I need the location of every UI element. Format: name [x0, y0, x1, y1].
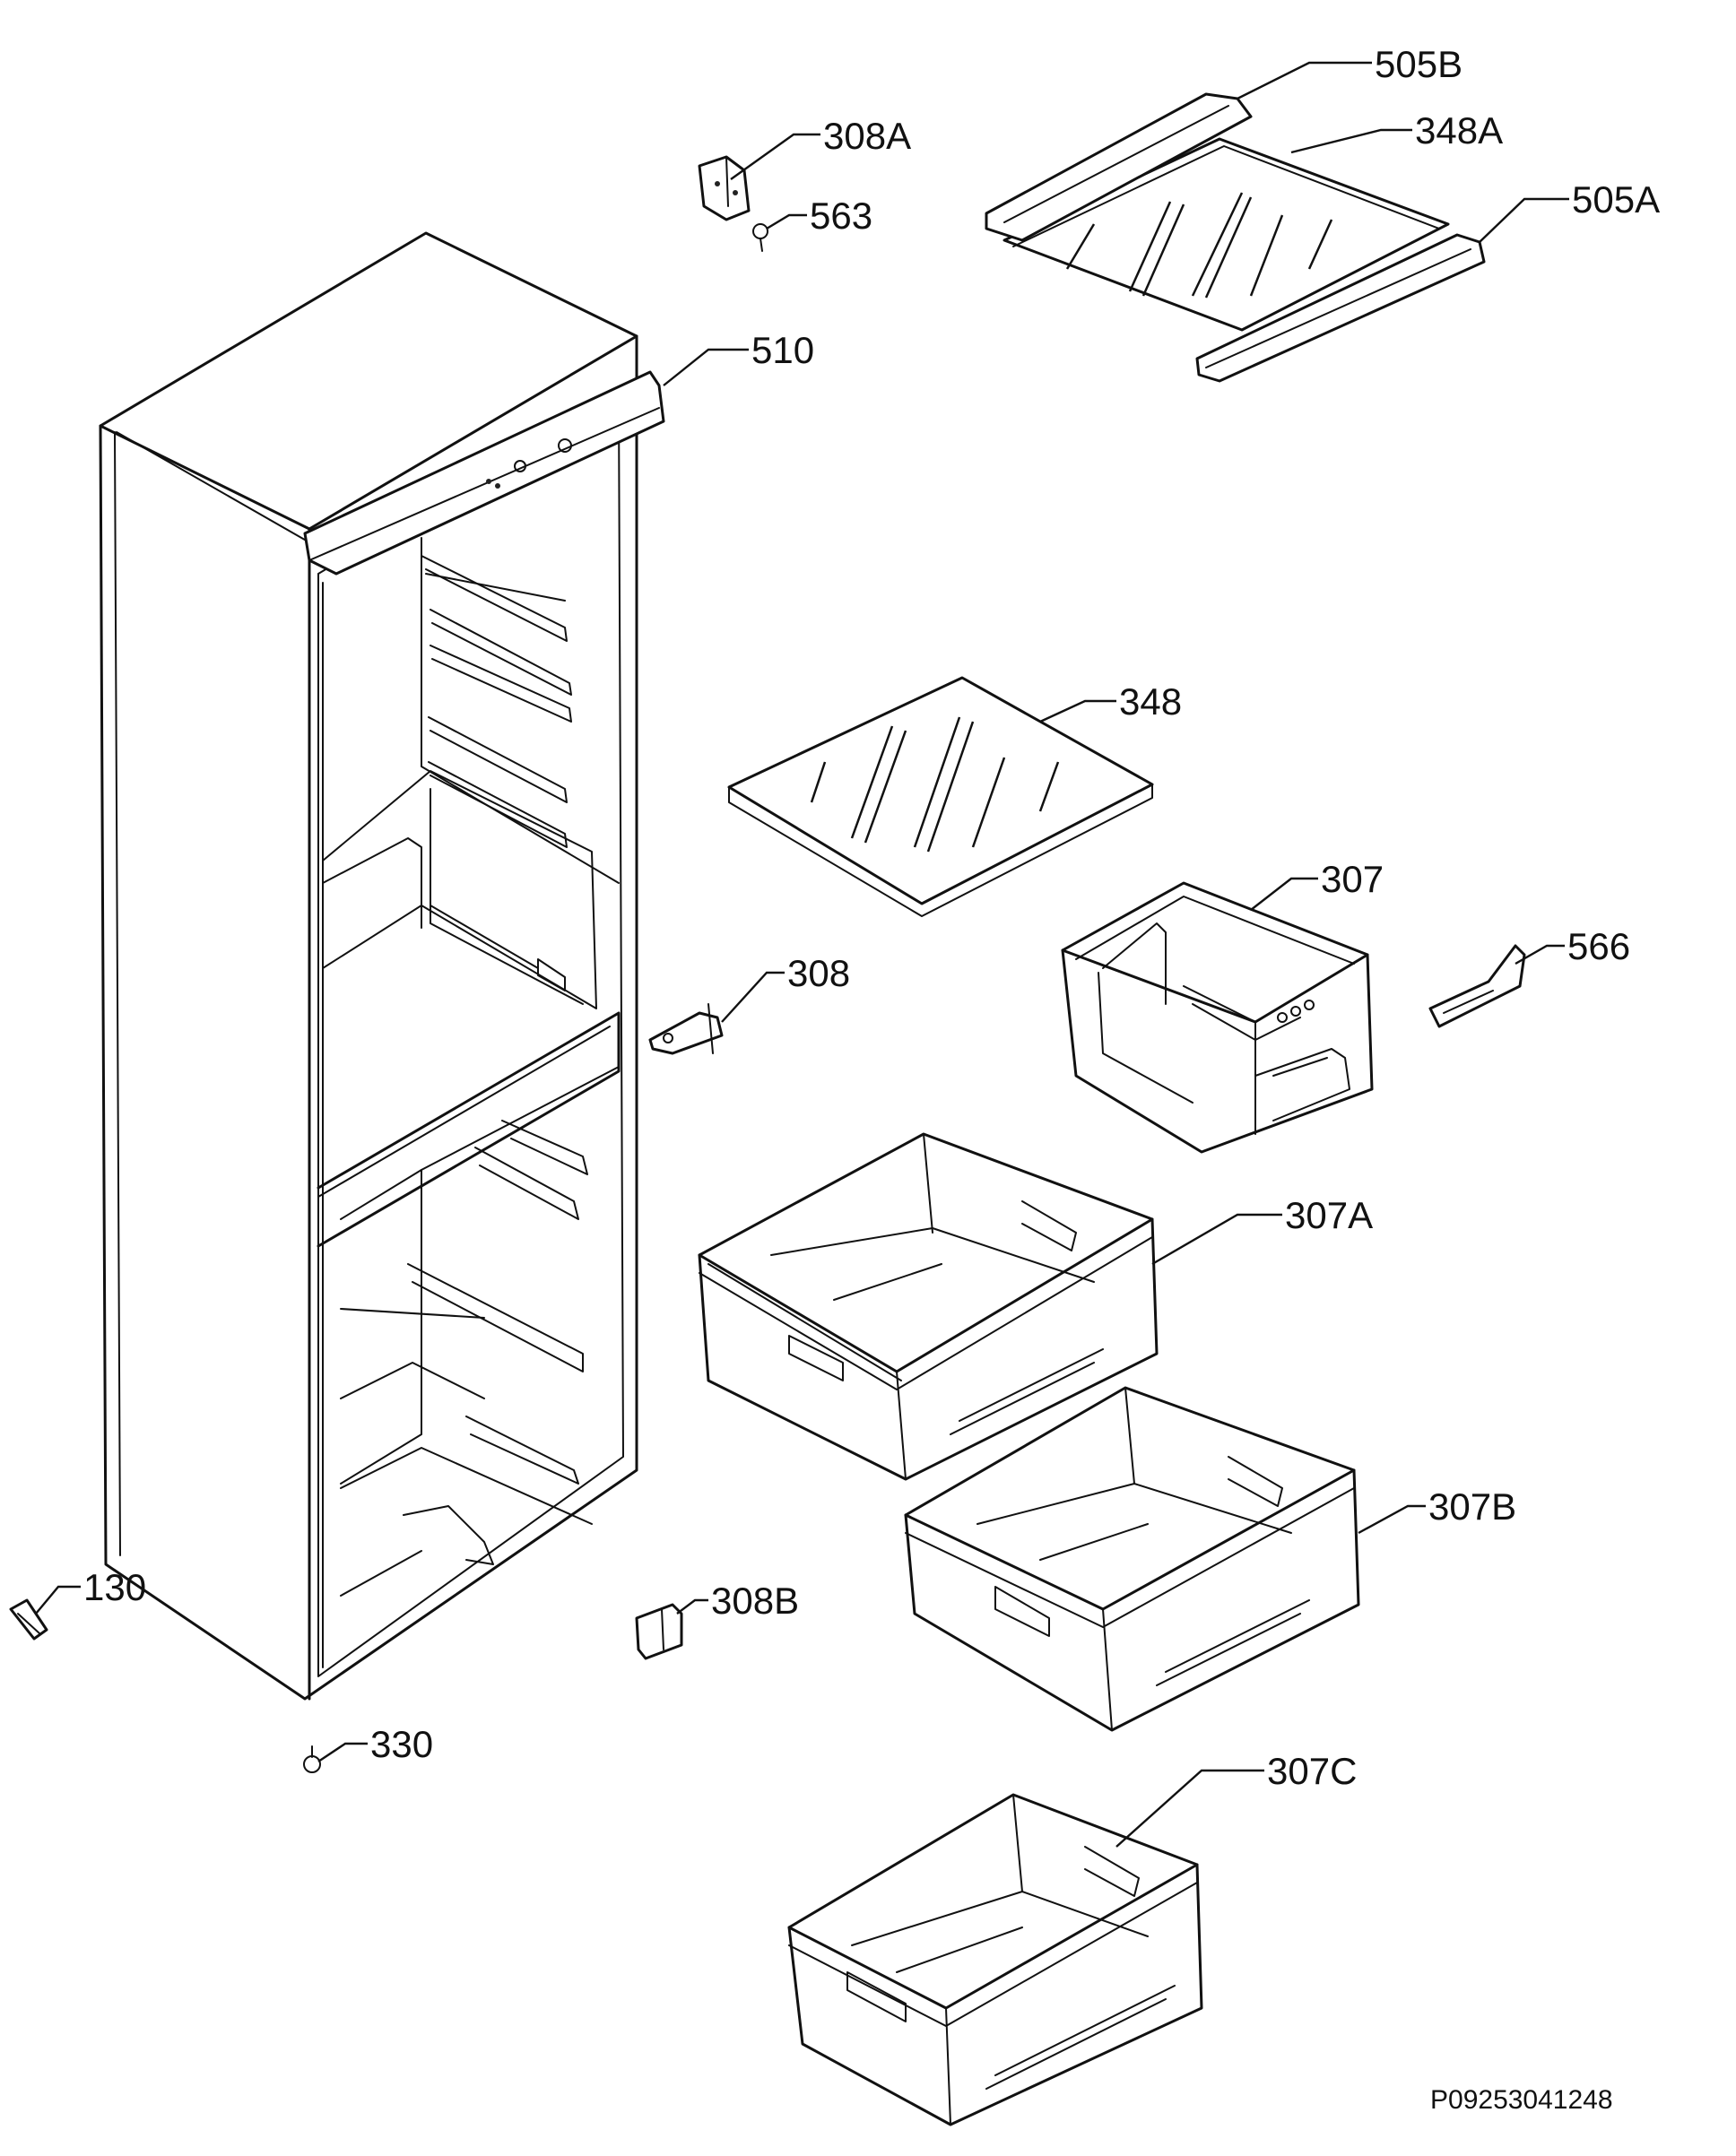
glass-shelf-348a-assembly [985, 92, 1486, 383]
label-330: 330 [370, 1723, 433, 1765]
label-348: 348 [1119, 680, 1182, 723]
drawer-307b [904, 1386, 1360, 1732]
label-505b: 505B [1375, 43, 1463, 85]
label-563: 563 [810, 195, 872, 237]
label-308b: 308B [711, 1580, 799, 1622]
glass-shelf-348 [727, 676, 1154, 917]
hinge-308 [648, 1003, 724, 1055]
foot-130 [9, 1598, 48, 1641]
crisper-307 [1061, 881, 1374, 1154]
drawer-307a [698, 1132, 1159, 1481]
label-130: 130 [83, 1566, 146, 1608]
part-labels: 505B 308A 348A 563 505A 510 348 307 566 … [83, 43, 1660, 2115]
leader-lines [35, 61, 1569, 1848]
label-307b: 307B [1428, 1485, 1516, 1528]
label-307: 307 [1321, 858, 1384, 900]
hinge-308a [698, 155, 751, 221]
label-308a: 308A [823, 115, 911, 157]
label-510: 510 [751, 329, 814, 371]
hinge-308b [635, 1603, 683, 1660]
label-566: 566 [1567, 925, 1630, 967]
fridge-cabinet [99, 231, 665, 1701]
drawing-code: P09253041248 [1430, 2085, 1613, 2115]
label-307a: 307A [1285, 1194, 1373, 1236]
label-505a: 505A [1572, 178, 1660, 221]
screw-563 [752, 223, 768, 252]
foot-330 [303, 1745, 321, 1773]
label-348a: 348A [1415, 109, 1503, 152]
drawer-307c [787, 1793, 1203, 2126]
label-307c: 307C [1267, 1750, 1357, 1792]
bracket-566 [1428, 944, 1526, 1028]
label-308: 308 [787, 952, 850, 994]
